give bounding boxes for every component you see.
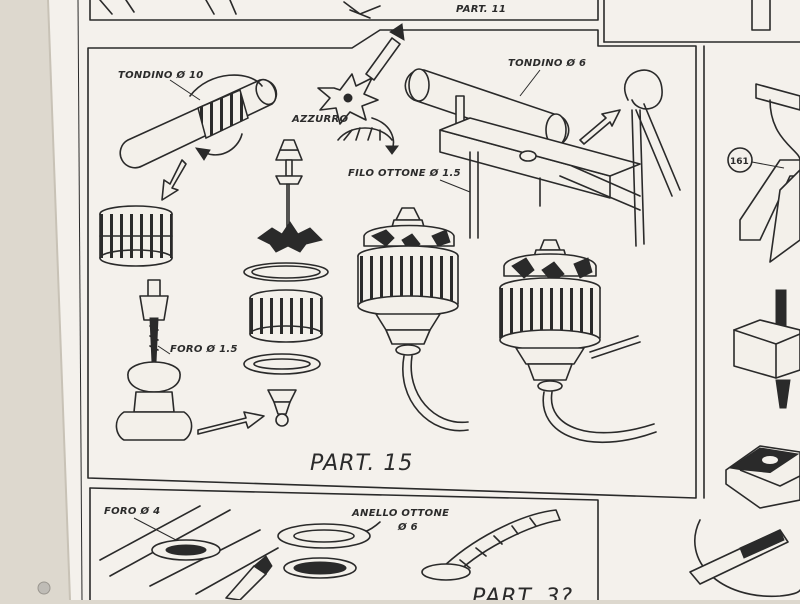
- foro15-label: FORO Ø 1.5: [170, 343, 238, 355]
- assembled-lantern-2: [499, 239, 657, 444]
- part-bottom-label: PART. 3?: [472, 585, 573, 600]
- grate-cylinder-loose: [99, 205, 173, 267]
- rod-bending-jig: TONDINO Ø 6 FILO OTTONE Ø 1.5: [348, 57, 681, 247]
- azzurro-label: AZZURRO: [291, 114, 349, 125]
- part11-fragment: PART. 11: [99, 0, 771, 31]
- pin-head: [37, 581, 51, 595]
- tondino6-label: TONDINO Ø 6: [508, 57, 586, 69]
- foro4-label: FORO Ø 4: [104, 505, 160, 517]
- rosette-painting-illustration: AZZURRO: [291, 23, 405, 155]
- turned-base-with-drill: FORO Ø 1.5: [115, 279, 265, 441]
- anello-ottone-label: ANELLO OTTONE: [351, 508, 449, 519]
- panel-borders: [77, 0, 800, 601]
- bottom-panel-parts: FORO Ø 4 ANELLO OTTONE Ø 6 PART. 3?: [99, 505, 573, 604]
- filo-ottone-label: FILO OTTONE Ø 1.5: [348, 167, 461, 179]
- anello-size-label: Ø 6: [397, 521, 418, 533]
- callout-161-label: 161: [730, 157, 749, 167]
- tondino10-label: TONDINO Ø 10: [118, 69, 204, 81]
- part11-label: PART. 11: [456, 4, 506, 15]
- assembled-lantern-1: [357, 207, 469, 432]
- part15-label: PART. 15: [310, 451, 413, 476]
- rod-grate-wrap-illustration: TONDINO Ø 10: [118, 69, 278, 201]
- paper-edge: [47, 0, 71, 601]
- right-column-parts: 161: [689, 83, 800, 597]
- exploded-finial-stack: [243, 139, 329, 427]
- callout-161-circle: [727, 147, 753, 173]
